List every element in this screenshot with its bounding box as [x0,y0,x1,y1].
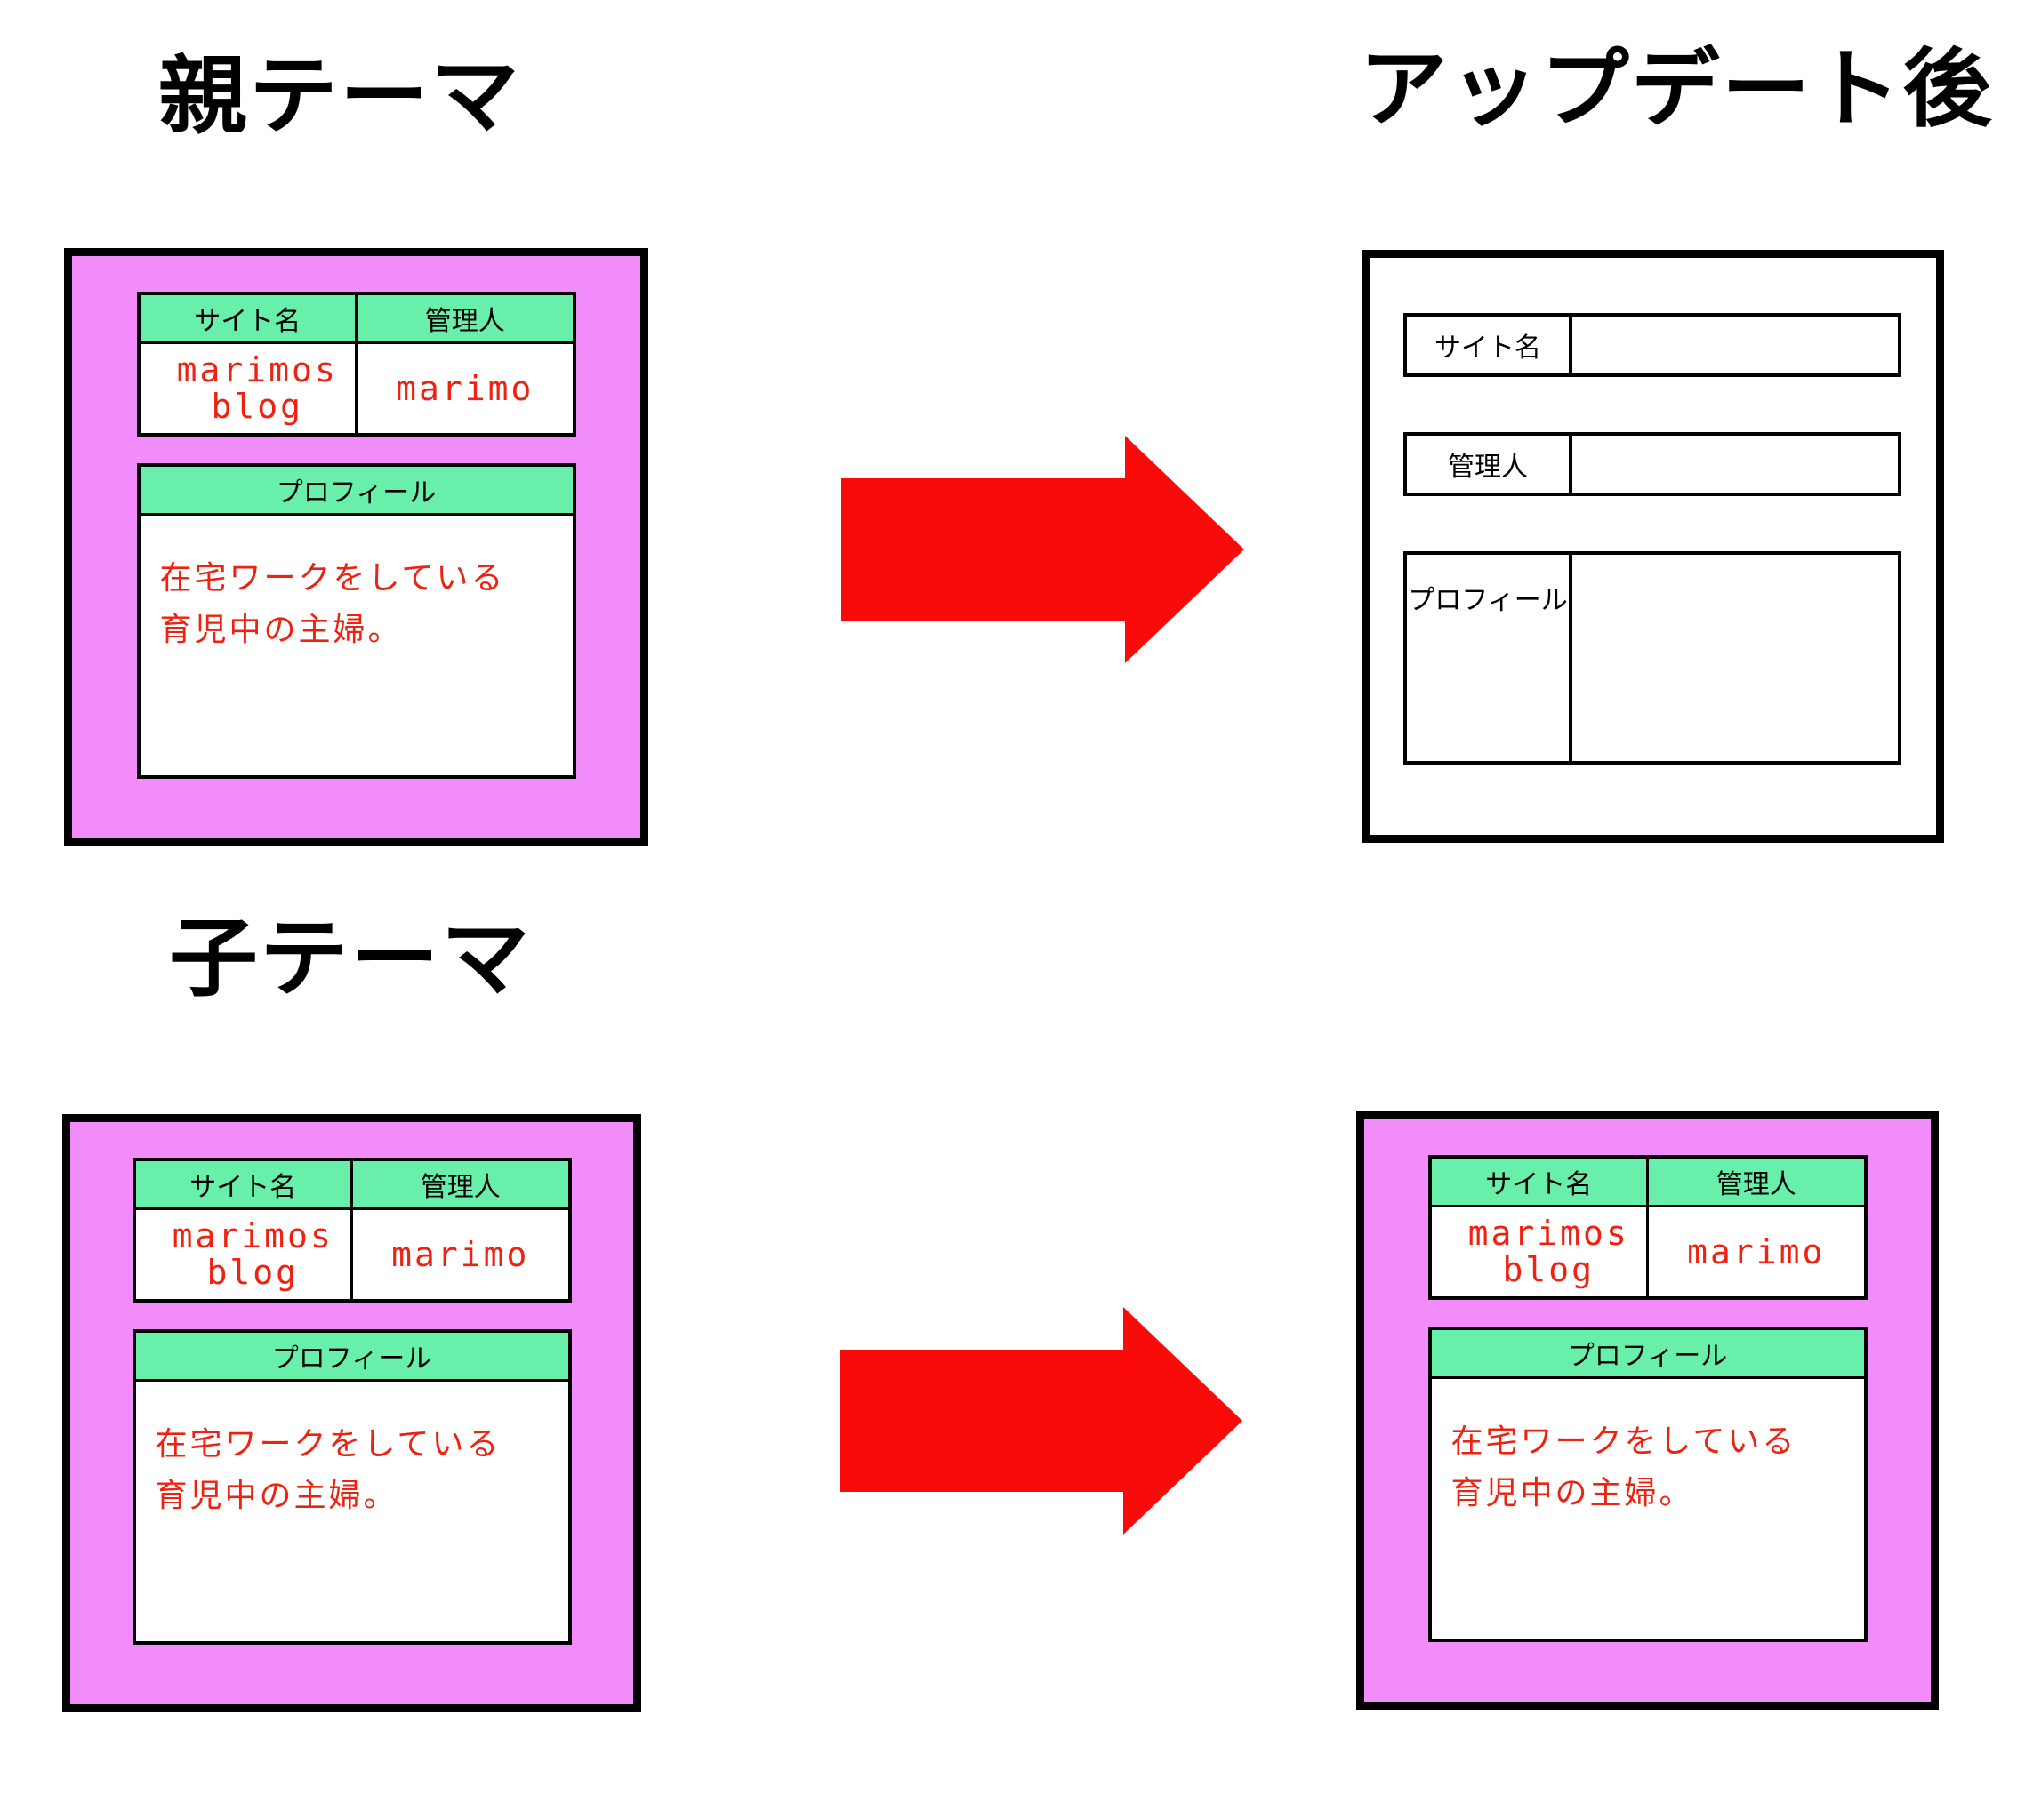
header-profile: プロフィール [1428,1327,1867,1379]
site-name-line-2: blog [211,387,303,426]
page-title-after-update: アップデート後 [1359,39,1994,139]
arrow-right-icon-bottom [840,1307,1242,1535]
table-header-row: プロフィール [1428,1327,1867,1379]
arrow-right-icon-top [841,436,1244,663]
header-profile: プロフィール [137,463,575,516]
field-value-profile-empty [1572,555,1898,761]
field-label-profile: プロフィール [1407,555,1572,761]
panel-after-update: サイト名 管理人 プロフィール [1362,250,1944,843]
table-header-row: サイト名 管理人 [137,292,575,344]
arrow-shaft [840,1350,1124,1492]
cell-site-name: marimos blog [137,341,358,437]
cell-profile-text: 在宅ワークをしている 育児中の主婦。 [133,1379,571,1645]
panel-child-theme-after-update: サイト名 管理人 marimos blog marimo プロフィール 在宅ワー… [1356,1111,1939,1710]
table-header-row: プロフィール [137,463,575,516]
profile-line-1: 在宅ワークをしている [155,1426,502,1463]
site-name-line-2: blog [206,1253,299,1292]
header-site-name: サイト名 [137,292,358,344]
field-value-admin-empty [1572,436,1898,493]
table-row: 在宅ワークをしている 育児中の主婦。 [137,513,575,779]
child-after-update-content: サイト名 管理人 marimos blog marimo プロフィール 在宅ワー… [1427,1155,1868,1642]
table-header-row: サイト名 管理人 [1428,1155,1867,1207]
field-label-admin: 管理人 [1407,436,1572,493]
header-site-name: サイト名 [1428,1155,1649,1207]
panel-child-theme: サイト名 管理人 marimos blog marimo プロフィール 在宅ワー… [62,1114,641,1712]
profile-line-1: 在宅ワークをしている [1450,1423,1797,1460]
cell-admin: marimo [1646,1205,1867,1300]
panel-parent-theme: サイト名 管理人 marimos blog marimo プロフィール 在宅ワー… [64,248,648,846]
arrow-shaft [841,478,1126,621]
site-name-line-1: marimos [1467,1213,1629,1253]
profile-line-1: 在宅ワークをしている [159,560,506,597]
after-update-field-list: サイト名 管理人 プロフィール [1403,313,1901,765]
profile-table: プロフィール 在宅ワークをしている 育児中の主婦。 [132,1329,572,1645]
table-row: marimos blog marimo [133,1207,571,1303]
field-value-site-name-empty [1572,317,1898,373]
site-name-line-1: marimos [172,1215,333,1255]
header-profile: プロフィール [133,1329,571,1382]
table-row: 在宅ワークをしている 育児中の主婦。 [1428,1376,1867,1642]
profile-line-2: 育児中の主婦。 [159,611,403,648]
site-name-line-1: marimos [176,349,338,389]
field-row-admin: 管理人 [1403,432,1901,496]
cell-admin: marimo [355,341,575,437]
header-site-name: サイト名 [133,1158,353,1210]
header-admin: 管理人 [355,292,575,344]
child-theme-content: サイト名 管理人 marimos blog marimo プロフィール 在宅ワー… [132,1158,572,1645]
table-header-row: プロフィール [133,1329,571,1382]
site-name-line-2: blog [1502,1250,1595,1289]
table-row: marimos blog marimo [137,341,575,437]
page-title-parent-theme: 親テーマ [158,46,521,146]
header-admin: 管理人 [350,1158,571,1210]
field-label-site-name: サイト名 [1407,317,1572,373]
arrow-head [1125,436,1244,663]
field-row-site-name: サイト名 [1403,313,1901,377]
site-info-table: サイト名 管理人 marimos blog marimo [132,1158,572,1303]
profile-line-2: 育児中の主婦。 [1450,1474,1694,1511]
cell-profile-text: 在宅ワークをしている 育児中の主婦。 [137,513,575,779]
cell-admin: marimo [350,1207,571,1303]
page-title-child-theme: 子テーマ [169,909,532,1008]
header-admin: 管理人 [1646,1155,1867,1207]
arrow-head [1123,1307,1242,1535]
parent-theme-content: サイト名 管理人 marimos blog marimo プロフィール 在宅ワー… [136,292,576,779]
table-row: 在宅ワークをしている 育児中の主婦。 [133,1379,571,1645]
cell-site-name: marimos blog [133,1207,353,1303]
profile-table: プロフィール 在宅ワークをしている 育児中の主婦。 [1427,1327,1868,1642]
cell-profile-text: 在宅ワークをしている 育児中の主婦。 [1428,1376,1867,1642]
site-info-table: サイト名 管理人 marimos blog marimo [136,292,576,437]
table-header-row: サイト名 管理人 [133,1158,571,1210]
field-row-profile: プロフィール [1403,551,1901,765]
profile-table: プロフィール 在宅ワークをしている 育児中の主婦。 [136,463,576,779]
cell-site-name: marimos blog [1428,1205,1649,1300]
table-row: marimos blog marimo [1428,1205,1867,1300]
profile-line-2: 育児中の主婦。 [155,1477,398,1514]
site-info-table: サイト名 管理人 marimos blog marimo [1427,1155,1868,1300]
